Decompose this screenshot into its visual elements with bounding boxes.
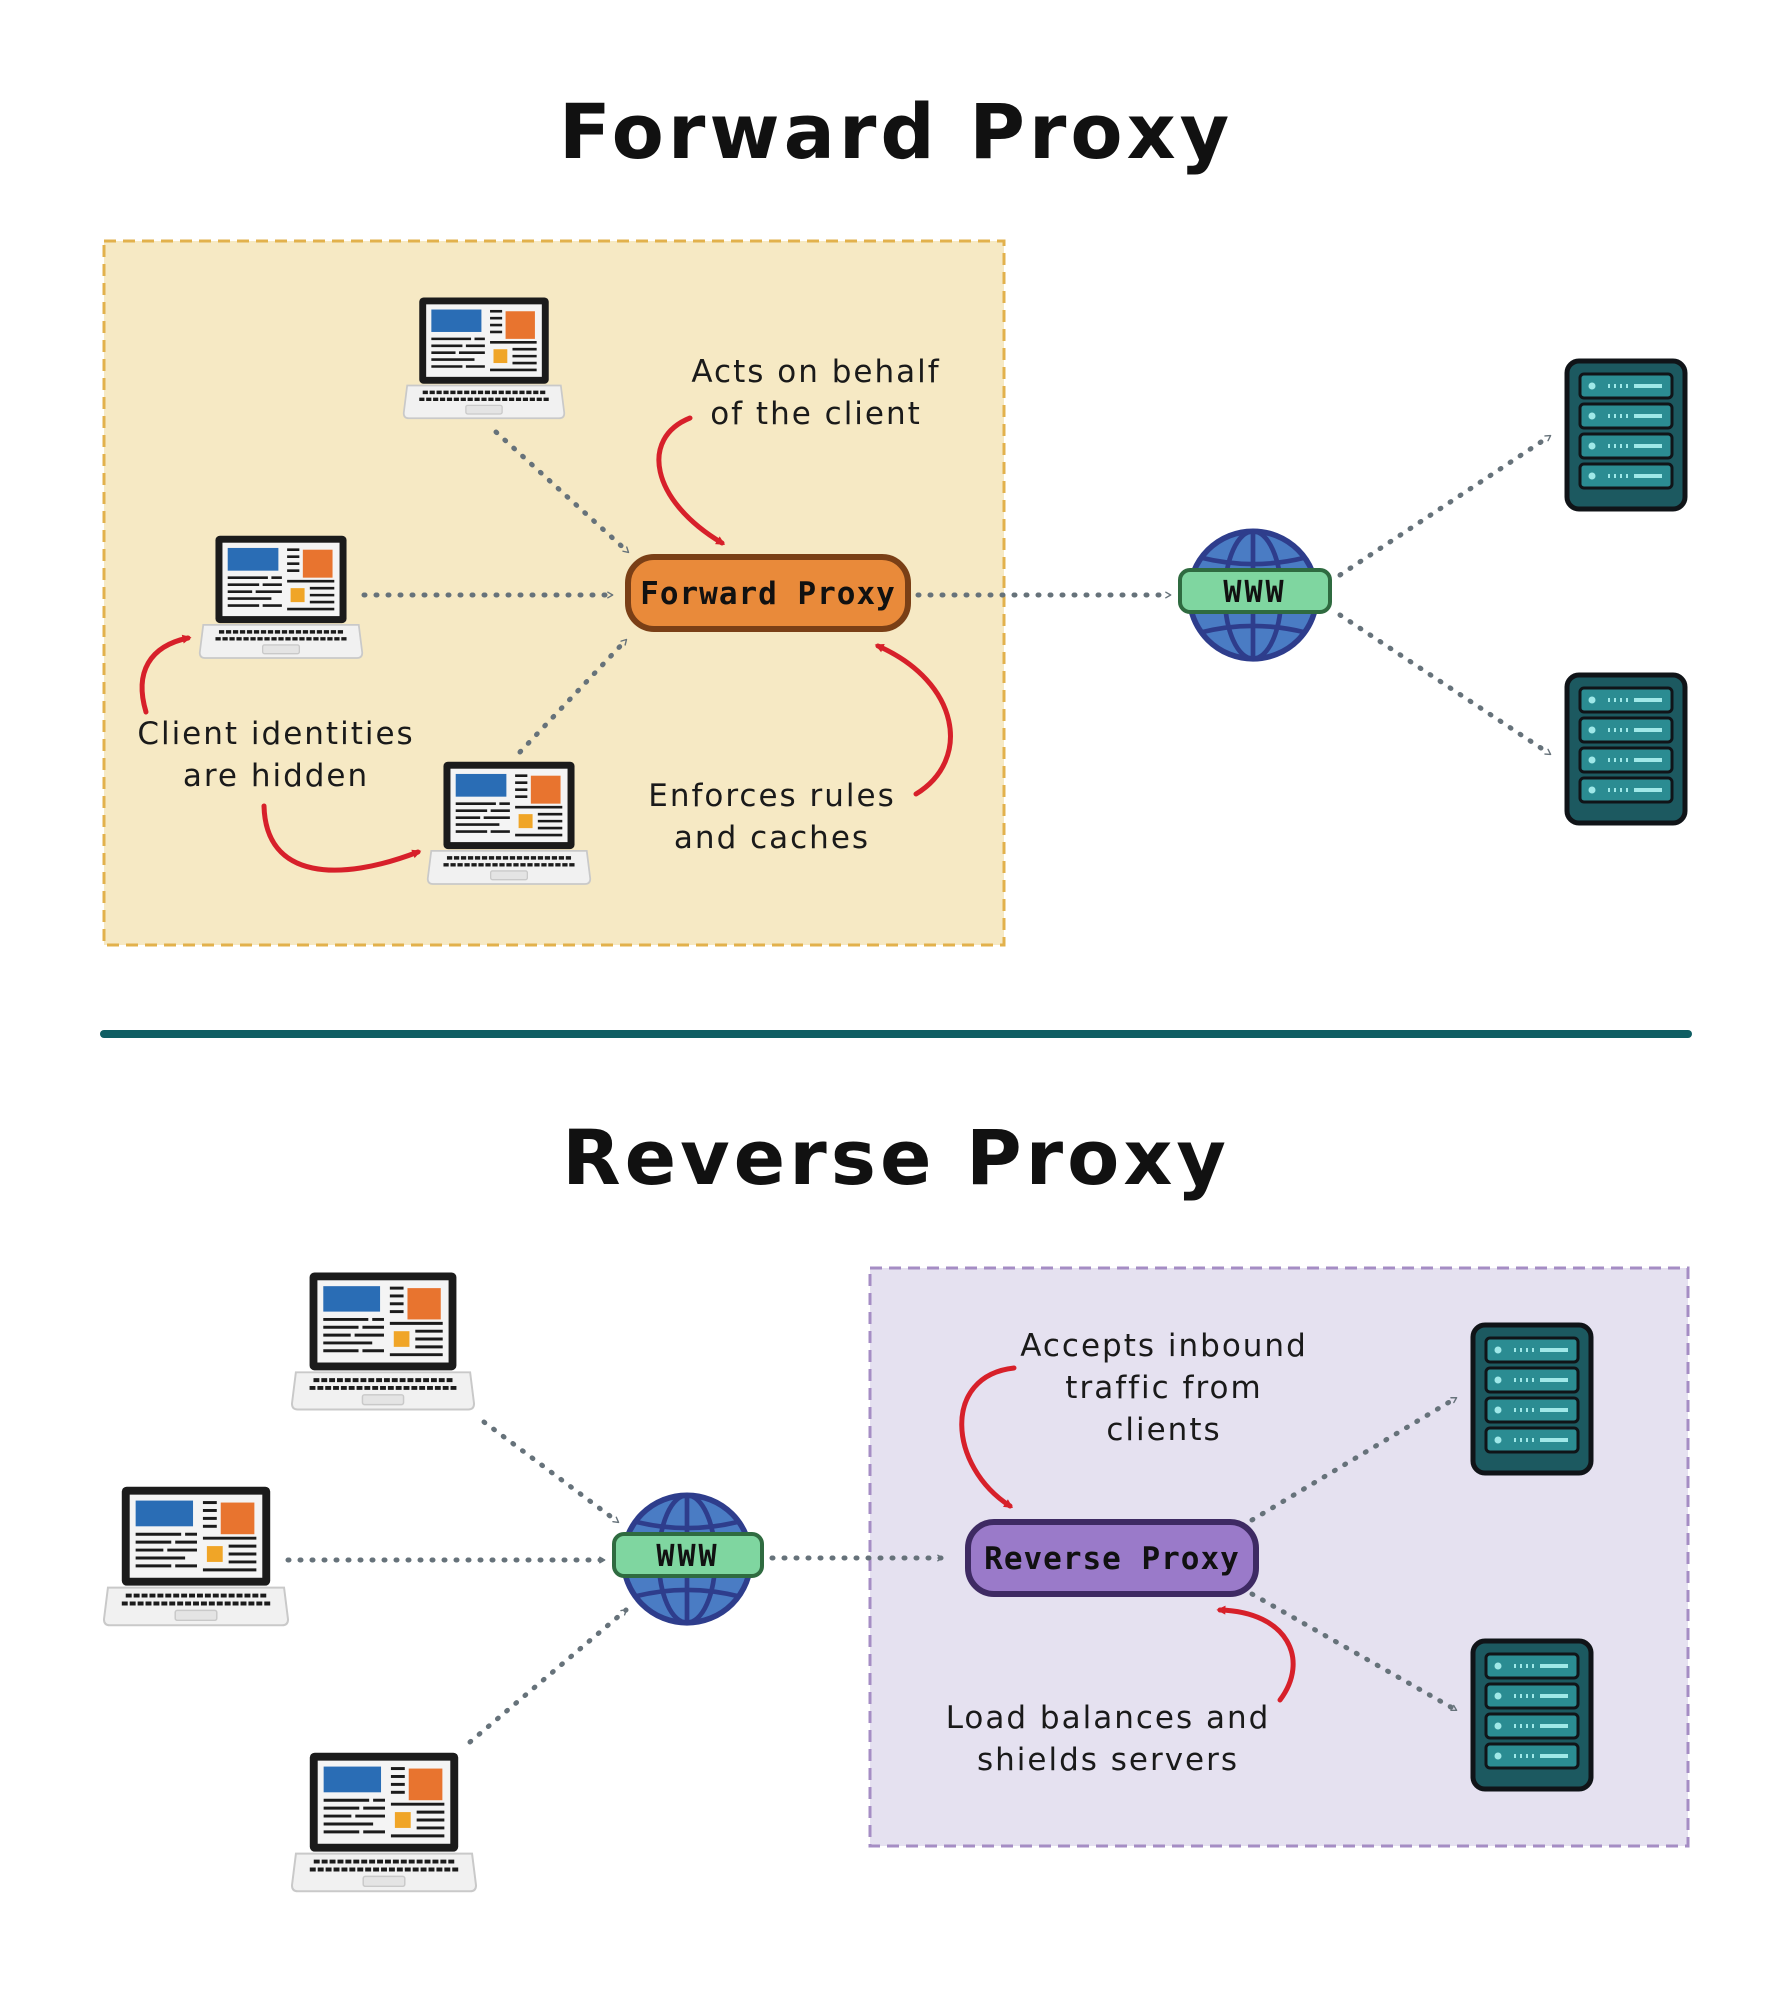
- svg-text:clients: clients: [1106, 1412, 1221, 1448]
- red-arrow-identities-down: [261, 803, 422, 873]
- reverse-proxy-title: Reverse Proxy: [562, 1113, 1230, 1202]
- forward-proxy-title: Forward Proxy: [559, 87, 1233, 176]
- internet-node-reverse: WWW: [612, 1495, 764, 1623]
- note-acts-on-behalf: Acts on behalf of the client: [691, 354, 940, 432]
- internet-node: WWW: [1178, 531, 1332, 659]
- forward-proxy-node: Forward Proxy: [625, 554, 911, 632]
- laptop-icon: [198, 533, 364, 660]
- svg-text:are hidden: are hidden: [183, 758, 369, 794]
- note-client-identities: Client identities are hidden: [137, 716, 414, 794]
- laptop-icon: [290, 1750, 478, 1894]
- internet-label: WWW: [1223, 575, 1286, 610]
- svg-text:Enforces rules: Enforces rules: [648, 778, 896, 814]
- note-enforces-rules: Enforces rules and caches: [648, 778, 896, 856]
- red-arrow-acts: [656, 415, 726, 546]
- svg-text:traffic from: traffic from: [1065, 1370, 1262, 1406]
- internet-label-reverse: WWW: [656, 1539, 719, 1574]
- svg-text:Client identities: Client identities: [137, 716, 414, 752]
- server-icon: [1473, 1641, 1591, 1789]
- red-arrow-identities-up: [139, 634, 192, 715]
- svg-text:and caches: and caches: [674, 820, 870, 856]
- svg-text:of the client: of the client: [710, 396, 922, 432]
- forward-proxy-label: Forward Proxy: [640, 576, 896, 612]
- red-arrow-accepts: [959, 1365, 1017, 1509]
- note-load-balances: Load balances and shields servers: [946, 1700, 1271, 1778]
- flow-arrow-client3-to-proxy: [517, 637, 629, 755]
- server-icon: [1567, 361, 1685, 509]
- note-accepts-inbound: Accepts inbound traffic from clients: [1020, 1328, 1308, 1448]
- reverse-proxy-node: Reverse Proxy: [965, 1519, 1259, 1597]
- red-arrow-enforces: [874, 643, 953, 797]
- server-icon: [1473, 1325, 1591, 1473]
- svg-text:Accepts inbound: Accepts inbound: [1020, 1328, 1308, 1364]
- flow-arrow-proxy-to-server1: [1249, 1395, 1459, 1523]
- svg-text:Acts on behalf: Acts on behalf: [691, 354, 940, 390]
- flow-arrow-proxy-to-server2: [1249, 1591, 1459, 1713]
- red-arrow-load: [1216, 1605, 1296, 1703]
- laptop-icon: [426, 759, 592, 886]
- flow-arrow-internet-to-server2: [1337, 612, 1553, 757]
- laptop-icon: [290, 1270, 476, 1412]
- flow-arrow-internet-to-server1: [1337, 433, 1553, 578]
- flow-arrow-client3-to-internet: [467, 1607, 629, 1745]
- svg-text:Load balances and: Load balances and: [946, 1700, 1271, 1736]
- svg-text:shields servers: shields servers: [977, 1742, 1239, 1778]
- reverse-proxy-label: Reverse Proxy: [984, 1541, 1240, 1577]
- laptop-icon: [102, 1484, 290, 1628]
- laptop-icon: [402, 295, 566, 421]
- server-icon: [1567, 675, 1685, 823]
- flow-arrow-client1-to-internet: [481, 1419, 621, 1525]
